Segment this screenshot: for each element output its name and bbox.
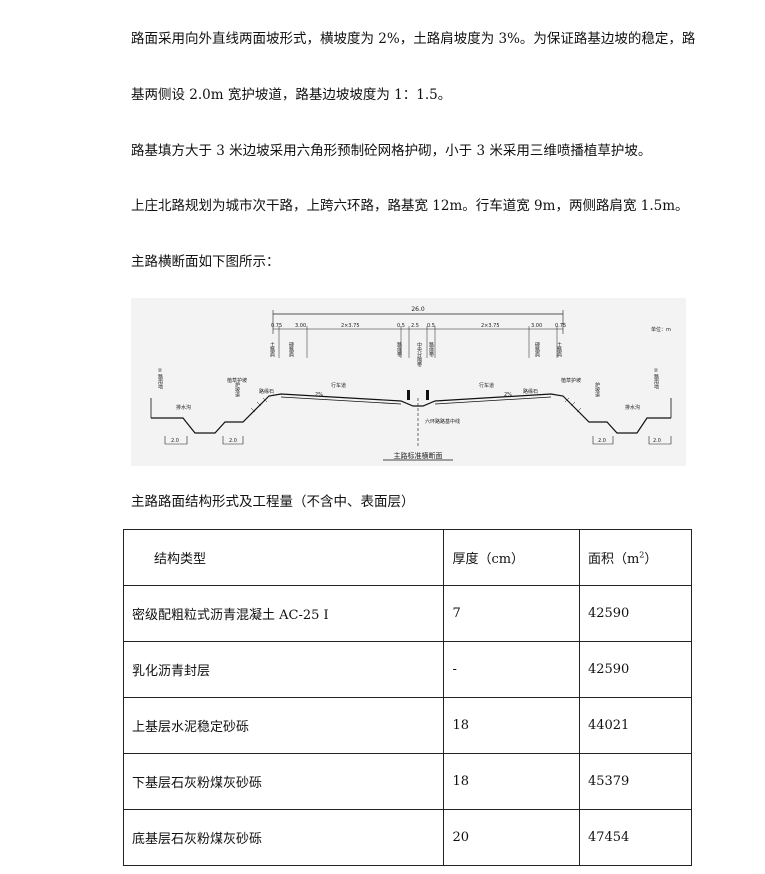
- left-shoulder-label: 土路肩: [269, 341, 275, 358]
- dim-4: 2.5: [411, 323, 419, 329]
- carriageway-right-label: 行车道: [479, 382, 494, 389]
- cell-type: 乳化沥青封层: [122, 641, 445, 698]
- dim-7: 3.00: [531, 323, 542, 329]
- cell-thickness: -: [443, 641, 580, 698]
- figure-caption: 主路标准横断面: [394, 451, 443, 460]
- road-profile-line: [151, 393, 671, 434]
- cross-section-drawing: 26.0 单位：m 0.75 3.00 2×3.75 0.5 2.5 0.5 2…: [150, 306, 672, 461]
- right-land-label: ②路用地: [653, 368, 659, 389]
- cell-thickness: 20: [443, 809, 580, 866]
- paragraph-5: 主路横断面如下图所示：: [131, 254, 280, 270]
- left-berm-label: 护坡道: [234, 381, 240, 398]
- cross-section-figure: 26.0 单位：m 0.75 3.00 2×3.75 0.5 2.5 0.5 2…: [131, 298, 686, 466]
- dim-5: 0.5: [427, 323, 435, 329]
- table-row: 密级配粗粒式沥青混凝土 AC-25 I 7 42590: [122, 585, 693, 642]
- paragraph-1: 路面采用向外直线两面坡形式，横坡度为 2%，土路肩坡度为 3%。为保证路基边坡的…: [131, 31, 696, 47]
- dim-6: 2×3.75: [481, 323, 500, 329]
- unit-label: 单位：m: [651, 326, 671, 333]
- dim-1: 3.00: [295, 323, 306, 329]
- cell-thickness: 18: [443, 697, 580, 754]
- median-label: 中央分隔带: [416, 341, 422, 368]
- right-slope-protect-label: 植草护坡: [561, 377, 581, 384]
- slope-right-label: 2%: [504, 392, 512, 398]
- total-width-label: 26.0: [411, 306, 425, 313]
- table-caption: 主路路面结构形式及工程量（不含中、表面层）: [131, 494, 415, 510]
- cell-type: 密级配粗粒式沥青混凝土 AC-25 I: [122, 585, 445, 642]
- left-slope-protect-label: 植草护坡: [227, 377, 247, 384]
- pavement-structure-table: 结构类型 厚度（cm） 面积（m2） 密级配粗粒式沥青混凝土 AC-25 I 7…: [122, 529, 693, 866]
- cell-type: 下基层石灰粉煤灰砂砾: [122, 753, 445, 810]
- right-berm-label: 护坡道: [594, 381, 600, 398]
- cell-area: 45379: [578, 753, 693, 810]
- center-line-label: 六环路路基中线: [425, 418, 460, 425]
- header-thickness: 厚度（cm）: [443, 529, 580, 586]
- cell-area: 42590: [578, 585, 693, 642]
- right-berm-width-2: 2.0: [653, 438, 661, 444]
- right-berm-width-1: 2.0: [598, 438, 606, 444]
- left-berm-width-1: 2.0: [171, 438, 179, 444]
- paragraph-3: 路基填方大于 3 米边坡采用六角形预制砼网格护砌，小于 3 米采用三维喷播植草护…: [131, 143, 652, 159]
- cell-area: 42590: [578, 641, 693, 698]
- paragraph-2: 基两侧设 2.0m 宽护坡道，路基边坡坡度为 1：1.5。: [131, 87, 452, 103]
- cell-type: 上基层水泥稳定砂砾: [122, 697, 445, 754]
- table-row: 下基层石灰粉煤灰砂砾 18 45379: [122, 753, 693, 810]
- header-area: 面积（m2）: [578, 529, 693, 586]
- table-row: 上基层水泥稳定砂砾 18 44021: [122, 697, 693, 754]
- paragraph-4: 上庄北路规划为城市次干路，上跨六环路，路基宽 12m。行车道宽 9m，两侧路肩宽…: [131, 198, 689, 214]
- table-row: 乳化沥青封层 - 42590: [122, 641, 693, 698]
- left-hard-shoulder-label: 硬路肩: [288, 342, 294, 358]
- right-shoulder-label: 土路肩: [556, 341, 562, 358]
- dim-8: 0.75: [555, 323, 566, 329]
- median-right-label: 路缘带: [428, 341, 434, 358]
- left-ditch-label: 排水沟: [176, 404, 191, 411]
- right-ditch-label: 排水沟: [625, 404, 640, 411]
- slope-left-label: 2%: [315, 392, 323, 398]
- dim-0: 0.75: [271, 323, 282, 329]
- cell-area: 44021: [578, 697, 693, 754]
- carriageway-left-label: 行车道: [331, 382, 346, 389]
- cell-area: 47454: [578, 809, 693, 866]
- table-row: 底基层石灰粉煤灰砂砾 20 47454: [122, 809, 693, 866]
- cell-type: 底基层石灰粉煤灰砂砾: [122, 809, 445, 866]
- left-curb-label: 路缘石: [259, 388, 274, 395]
- cell-thickness: 7: [443, 585, 580, 642]
- right-curb-label: 路缘石: [523, 388, 538, 395]
- cell-thickness: 18: [443, 753, 580, 810]
- left-land-label: ②路用地: [157, 368, 163, 389]
- table-header-row: 结构类型 厚度（cm） 面积（m2）: [122, 529, 693, 586]
- header-type: 结构类型: [122, 529, 445, 586]
- left-berm-width-2: 2.0: [229, 438, 237, 444]
- right-hard-shoulder-label: 硬路肩: [534, 342, 540, 358]
- median-left-label: 路缘带: [396, 341, 402, 358]
- dim-2: 2×3.75: [341, 323, 360, 329]
